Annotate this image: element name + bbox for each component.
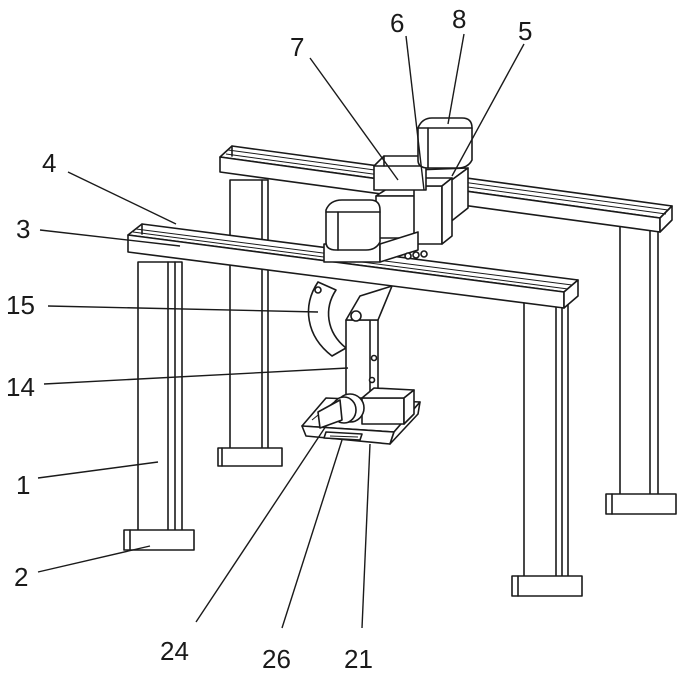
swing-arc-15 xyxy=(309,282,346,356)
label-14: 14 xyxy=(6,372,35,402)
label-2: 2 xyxy=(14,562,28,592)
front-left-foot xyxy=(124,530,194,550)
leader-2 xyxy=(38,546,150,572)
front-left-column xyxy=(138,262,182,535)
front-right-foot xyxy=(512,576,582,596)
label-21: 21 xyxy=(344,644,373,674)
label-group: 1 2 3 4 5 6 7 8 14 15 21 24 26 xyxy=(6,4,532,674)
label-8: 8 xyxy=(452,4,466,34)
leader-8 xyxy=(448,34,464,124)
leader-14 xyxy=(44,368,348,384)
leader-26 xyxy=(282,440,342,628)
leader-5 xyxy=(452,44,524,176)
label-7: 7 xyxy=(290,32,304,62)
label-4: 4 xyxy=(42,148,56,178)
clamp-block xyxy=(362,388,414,424)
label-5: 5 xyxy=(518,16,532,46)
label-6: 6 xyxy=(390,8,404,38)
leader-21 xyxy=(362,444,370,628)
label-15: 15 xyxy=(6,290,35,320)
label-3: 3 xyxy=(16,214,30,244)
leader-4 xyxy=(68,172,176,224)
rear-left-column xyxy=(218,180,282,466)
swing-arm-14 xyxy=(346,286,392,398)
leader-15 xyxy=(48,306,318,312)
slot-26 xyxy=(324,432,362,440)
rear-right-column xyxy=(606,210,676,514)
front-motor xyxy=(326,200,380,250)
label-24: 24 xyxy=(160,636,189,666)
label-1: 1 xyxy=(16,470,30,500)
label-26: 26 xyxy=(262,644,291,674)
motor-8 xyxy=(418,118,472,168)
front-right-column xyxy=(524,300,568,580)
